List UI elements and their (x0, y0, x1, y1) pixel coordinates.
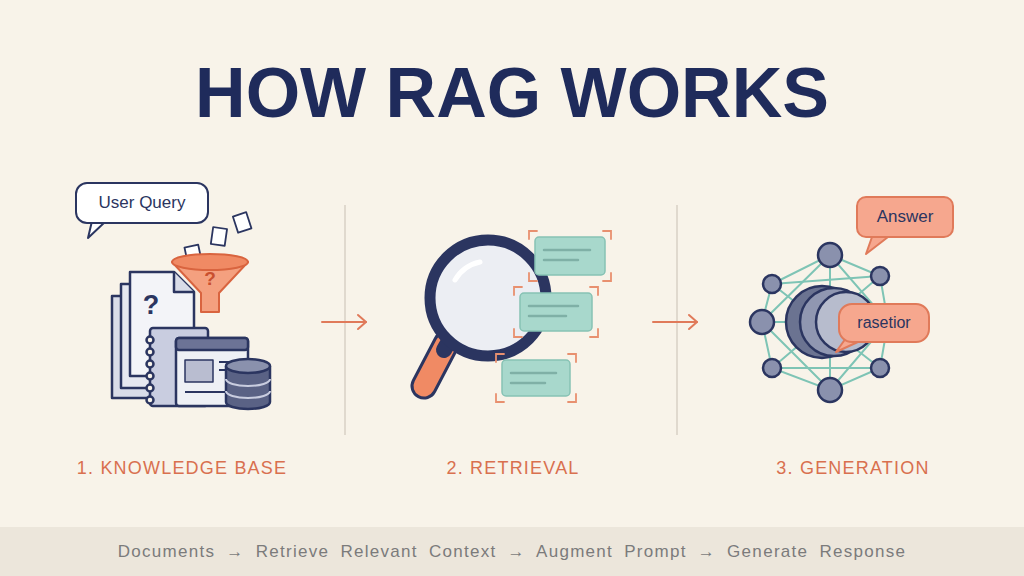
focus-bracket (603, 231, 611, 239)
database-cylinder (226, 379, 270, 386)
notebook (147, 373, 154, 380)
database-cylinder (226, 359, 270, 409)
context-card (502, 237, 605, 396)
notebook (147, 397, 154, 404)
network-node (818, 378, 842, 402)
network-node (871, 267, 889, 285)
focus-bracket (496, 231, 611, 402)
focus-bracket (590, 287, 598, 295)
flying-paper (211, 227, 227, 246)
query-funnel (172, 262, 248, 312)
focus-bracket (496, 354, 504, 362)
focus-bracket (568, 354, 576, 362)
question-mark: ? (199, 266, 221, 292)
context-card (529, 315, 566, 318)
node-text: User Query (99, 193, 186, 213)
question-mark: ? (136, 289, 166, 321)
flow-arrow (689, 315, 697, 329)
network-node (818, 243, 842, 267)
network-node (750, 310, 774, 334)
panel-label: 3. GENERATION (713, 456, 993, 480)
speech-bubble: rasetior (838, 303, 930, 343)
panel-label: 1. KNOWLEDGE BASE (42, 456, 322, 480)
magnifier-lens (455, 262, 480, 280)
panel-divider (344, 205, 346, 435)
browser-window (185, 360, 213, 382)
focus-bracket (514, 287, 522, 295)
notebook (147, 337, 154, 344)
focus-bracket (529, 231, 537, 239)
focus-bracket (603, 273, 611, 281)
panel-divider (676, 205, 678, 435)
notebook (147, 349, 154, 356)
browser-window (176, 338, 248, 350)
node-text: rasetior (857, 314, 910, 332)
notebook (147, 385, 154, 392)
context-card (544, 259, 578, 262)
panel-label: 2. RETRIEVAL (373, 456, 653, 480)
network-node (763, 359, 781, 377)
network-node (763, 275, 781, 293)
database-cylinder (226, 359, 270, 373)
flying-paper (233, 212, 252, 232)
diagram-title: HOW RAG WORKS (0, 58, 1024, 128)
pipeline-band: Documents → Retrieve Relevant Context → … (0, 527, 1024, 576)
context-card (511, 382, 545, 385)
flow-arrow (653, 321, 697, 323)
context-card (535, 237, 605, 275)
context-card (520, 293, 592, 331)
network-node (871, 359, 889, 377)
focus-bracket (590, 329, 598, 337)
flow-arrow (322, 321, 366, 323)
context-card (544, 249, 590, 252)
speech-bubble: User Query (75, 182, 209, 224)
query-funnel (172, 254, 248, 312)
node-text: Answer (877, 207, 934, 227)
panel-divider (345, 205, 677, 435)
focus-bracket (568, 394, 576, 402)
notebook (147, 361, 154, 368)
notebook (147, 337, 154, 404)
flow-arrow (358, 315, 366, 329)
node-text: Documents → Retrieve Relevant Context → … (118, 542, 907, 562)
focus-bracket (514, 329, 522, 337)
query-funnel (172, 254, 248, 270)
focus-bracket (529, 273, 537, 281)
focus-bracket (496, 394, 504, 402)
context-card (529, 305, 578, 308)
speech-bubble: Answer (856, 196, 954, 238)
context-card (511, 372, 556, 375)
database-cylinder (226, 391, 270, 398)
bubble-tail (866, 237, 888, 254)
context-card (502, 360, 570, 396)
